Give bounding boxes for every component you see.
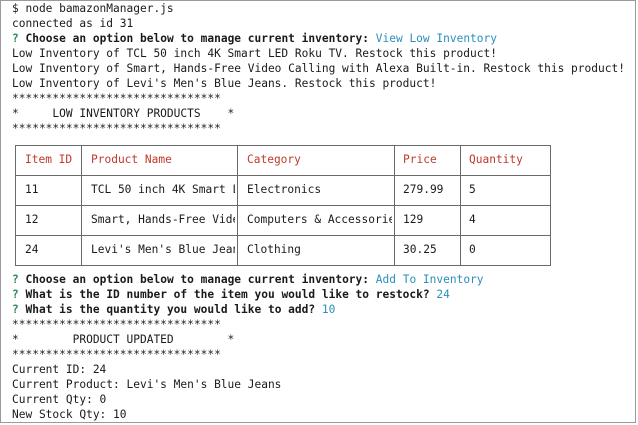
banner-border: ******************************* — [12, 348, 221, 361]
table-cell-item-id: 12 — [25, 213, 39, 226]
connection-status: connected as id 31 — [12, 17, 134, 30]
table-cell-price: 30.25 — [403, 243, 437, 256]
banner-border: ******************************* — [12, 92, 221, 105]
table-cell-category: Electronics — [247, 183, 322, 196]
new-stock-qty-output: New Stock Qty: 10 — [12, 408, 127, 421]
table-border — [15, 235, 551, 236]
table-border — [15, 205, 551, 206]
table-border — [394, 145, 395, 265]
low-inventory-message: Low Inventory of Smart, Hands-Free Video… — [12, 62, 625, 75]
banner-title: * PRODUCT UPDATED * — [12, 333, 235, 346]
table-border — [15, 265, 551, 266]
table-cell-quantity: 0 — [469, 243, 476, 256]
prompt-mark-icon: ? — [12, 303, 19, 316]
column-header-product-name: Product Name — [91, 153, 172, 166]
prompt-question: Choose an option below to manage current… — [25, 273, 370, 286]
current-id-output: Current ID: 24 — [12, 363, 107, 376]
table-cell-category: Computers & Accessories — [247, 213, 392, 226]
table-cell-price: 279.99 — [403, 183, 444, 196]
prompt-question: What is the quantity you would like to a… — [25, 303, 316, 316]
table-cell-product-name: Smart, Hands-Free Vide… — [91, 213, 235, 226]
column-header-price: Price — [403, 153, 437, 166]
banner-border: ******************************* — [12, 318, 221, 331]
table-border — [15, 175, 551, 176]
current-product-output: Current Product: Levi's Men's Blue Jeans — [12, 378, 282, 391]
table-cell-category: Clothing — [247, 243, 301, 256]
banner-title: * LOW INVENTORY PRODUCTS * — [12, 107, 235, 120]
low-inventory-table: Item ID Product Name Category Price Quan… — [15, 145, 551, 266]
prompt-answer: 10 — [321, 303, 336, 316]
menu-prompt: ? Choose an option below to manage curre… — [12, 31, 497, 46]
table-border — [460, 145, 461, 265]
menu-prompt: ? Choose an option below to manage curre… — [12, 272, 484, 287]
table-cell-product-name: TCL 50 inch 4K Smart L… — [91, 183, 235, 196]
table-border — [550, 145, 551, 265]
prompt-question: What is the ID number of the item you wo… — [25, 288, 430, 301]
restock-id-prompt: ? What is the ID number of the item you … — [12, 287, 450, 302]
table-border — [15, 145, 551, 146]
table-cell-price: 129 — [403, 213, 424, 226]
prompt-question: Choose an option below to manage current… — [25, 32, 370, 45]
table-border — [237, 145, 238, 265]
table-border — [81, 145, 82, 265]
low-inventory-message: Low Inventory of Levi's Men's Blue Jeans… — [12, 77, 437, 90]
table-cell-quantity: 4 — [469, 213, 476, 226]
table-cell-quantity: 5 — [469, 183, 476, 196]
table-cell-item-id: 11 — [25, 183, 39, 196]
prompt-mark-icon: ? — [12, 32, 19, 45]
prompt-mark-icon: ? — [12, 288, 19, 301]
prompt-mark-icon: ? — [12, 273, 19, 286]
command-line: $ node bamazonManager.js — [12, 2, 174, 15]
prompt-answer: View Low Inventory — [375, 32, 498, 45]
table-cell-product-name: Levi's Men's Blue Jeans — [91, 243, 235, 256]
banner-border: ******************************* — [12, 122, 221, 135]
prompt-answer: 24 — [436, 288, 450, 301]
current-qty-output: Current Qty: 0 — [12, 393, 107, 406]
column-header-quantity: Quantity — [469, 153, 523, 166]
table-cell-item-id: 24 — [25, 243, 39, 256]
restock-qty-prompt: ? What is the quantity you would like to… — [12, 302, 335, 317]
table-border — [15, 145, 16, 265]
column-header-category: Category — [247, 153, 301, 166]
prompt-answer: Add To Inventory — [375, 273, 484, 286]
low-inventory-message: Low Inventory of TCL 50 inch 4K Smart LE… — [12, 47, 497, 60]
column-header-item-id: Item ID — [25, 153, 73, 166]
